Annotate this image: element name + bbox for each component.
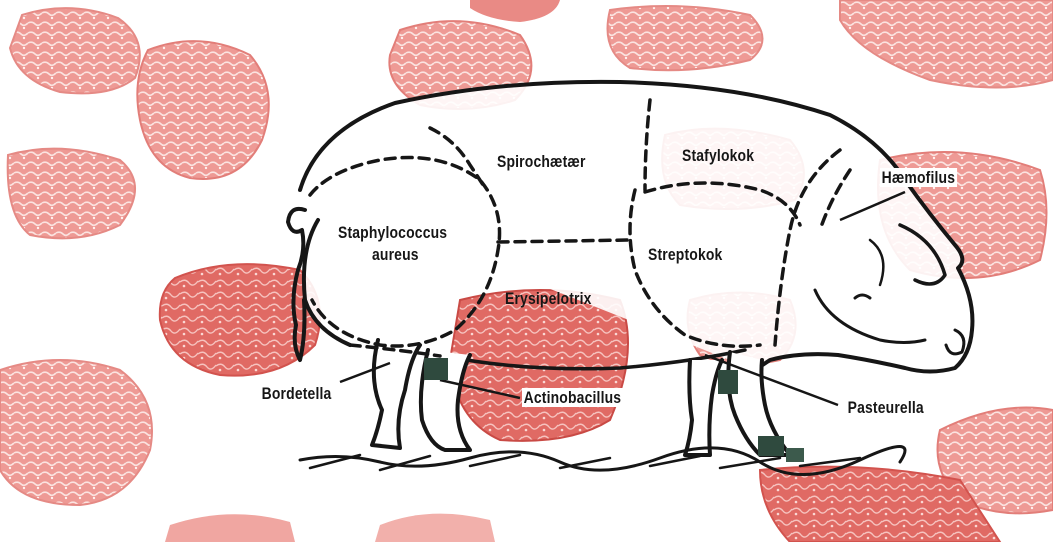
label-actinobacillus: Actinobacillus: [522, 388, 623, 407]
label-haemofilus: Hæmofilus: [880, 168, 957, 187]
label-stafylokok: Stafylokok: [682, 146, 754, 165]
label-erysipelotrix: Erysipelotrix: [505, 289, 592, 308]
label-pasteurella: Pasteurella: [846, 398, 925, 417]
meat-cut-top-right: [608, 6, 763, 70]
meat-cut-left: [8, 149, 135, 239]
meat-cut-bottom-left-2: [165, 514, 295, 542]
meat-cut-top-left: [10, 8, 140, 93]
marker-pasteurella: [718, 370, 738, 394]
meat-cut-center-lower: [450, 290, 628, 441]
marker-ground-2: [786, 448, 804, 462]
marker-ground: [758, 436, 784, 456]
meat-cut-bottom-left: [0, 360, 152, 505]
meat-cut-bottom-center: [375, 514, 495, 542]
meat-cut-top-strip: [470, 0, 560, 22]
label-streptokok: Streptokok: [648, 245, 722, 264]
pig-front-leg-back: [685, 360, 722, 455]
marker-actinobacillus: [424, 358, 448, 380]
label-spirochaeta: Spirochætær: [497, 152, 586, 171]
label-staphylococcus: Staphylococcus: [338, 223, 447, 242]
pig-hind-leg-back: [372, 340, 420, 448]
meat-cut-top-left-2: [137, 41, 268, 179]
meat-cut-far-top-right: [840, 0, 1053, 88]
label-aureus: aureus: [372, 245, 419, 264]
label-bordetella: Bordetella: [260, 384, 333, 403]
